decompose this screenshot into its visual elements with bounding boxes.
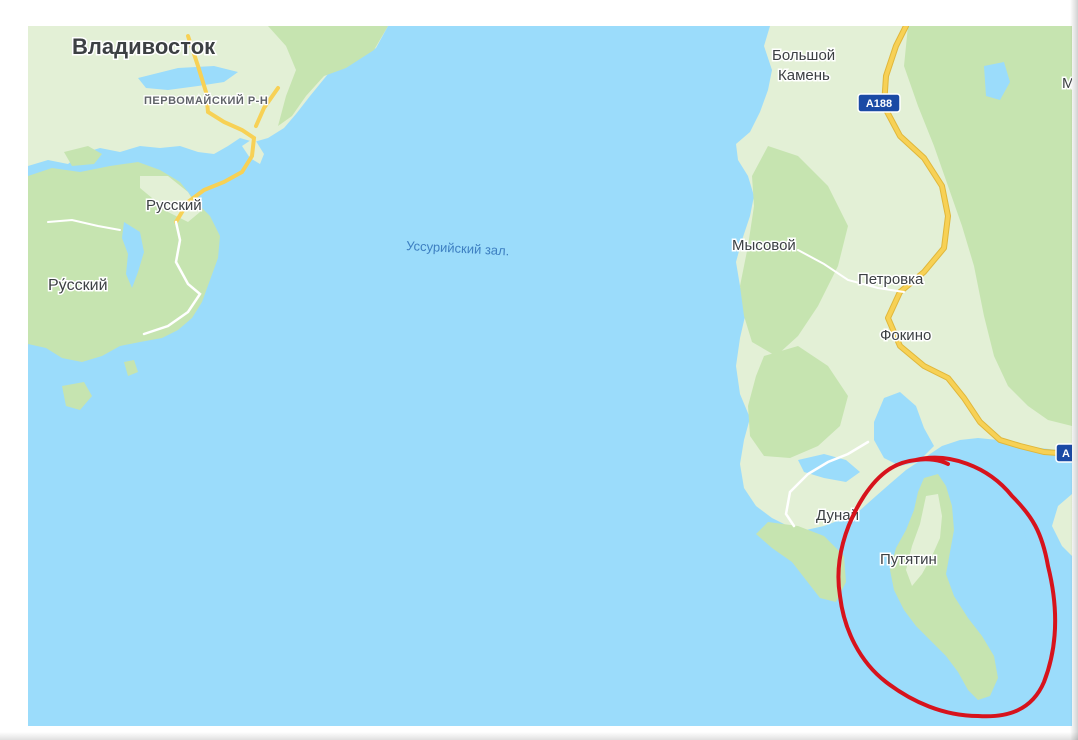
map-view[interactable]: Владивосток ПЕРВОМАЙСКИЙ Р-Н Русский Ру́… — [28, 26, 1072, 726]
label-fokino: Фокино — [880, 327, 931, 344]
southeast-land-tip — [1052, 494, 1072, 556]
russky-inner-bay — [122, 222, 144, 288]
local-road-dunay — [784, 440, 870, 528]
label-bolshoy-kamen-2: Камень — [778, 67, 830, 84]
putyatin-island-light — [906, 494, 942, 586]
small-island-2 — [62, 382, 92, 410]
putyatin-island — [890, 474, 998, 700]
eastern-forest — [904, 26, 1072, 426]
label-petrovka: Петровка — [858, 271, 924, 288]
red-hand-drawn-circle — [836, 455, 1058, 719]
road-shield-partial — [1055, 443, 1072, 463]
dunay-bay — [798, 454, 860, 482]
frame-bottom-shadow — [0, 732, 1078, 740]
golden-horn-bay — [138, 66, 238, 90]
road-shield-a188 — [857, 93, 901, 113]
label-bolshoy-kamen-1: Большой — [772, 47, 835, 64]
small-island-1 — [64, 146, 102, 166]
label-putyatin: Путятин — [880, 551, 937, 568]
label-road-a-partial: А — [1062, 448, 1070, 460]
local-road-mysovoy — [797, 249, 905, 293]
label-road-a188: A188 — [866, 98, 892, 110]
label-ussuri-bay: Уссурийский зал. — [406, 238, 510, 258]
frame-right-shadow — [1070, 0, 1078, 740]
map-canvas[interactable]: Владивосток ПЕРВОМАЙСКИЙ Р-Н Русский Ру́… — [28, 26, 1072, 726]
russky-road — [142, 220, 202, 336]
label-edge-partial: М — [1062, 75, 1072, 92]
label-russky-island: Ру́сский — [48, 277, 108, 294]
vladivostok-highway — [174, 34, 257, 224]
eastern-forest-2 — [740, 146, 848, 356]
russky-road-2 — [47, 218, 121, 231]
fokino-bay — [874, 392, 934, 466]
label-russky-town: Русский — [146, 197, 202, 214]
eastern-forest-3 — [748, 346, 848, 458]
label-vladivostok: Владивосток — [72, 34, 216, 59]
vladivostok-green-patch — [268, 26, 388, 126]
label-pervomaysky: ПЕРВОМАЙСКИЙ Р-Н — [144, 94, 268, 107]
vladivostok-highway-2 — [254, 86, 280, 128]
label-mysovoy: Мысовой — [732, 237, 796, 254]
dunay-peninsula — [756, 522, 846, 602]
small-lake — [984, 62, 1010, 100]
small-island-3 — [124, 360, 138, 376]
